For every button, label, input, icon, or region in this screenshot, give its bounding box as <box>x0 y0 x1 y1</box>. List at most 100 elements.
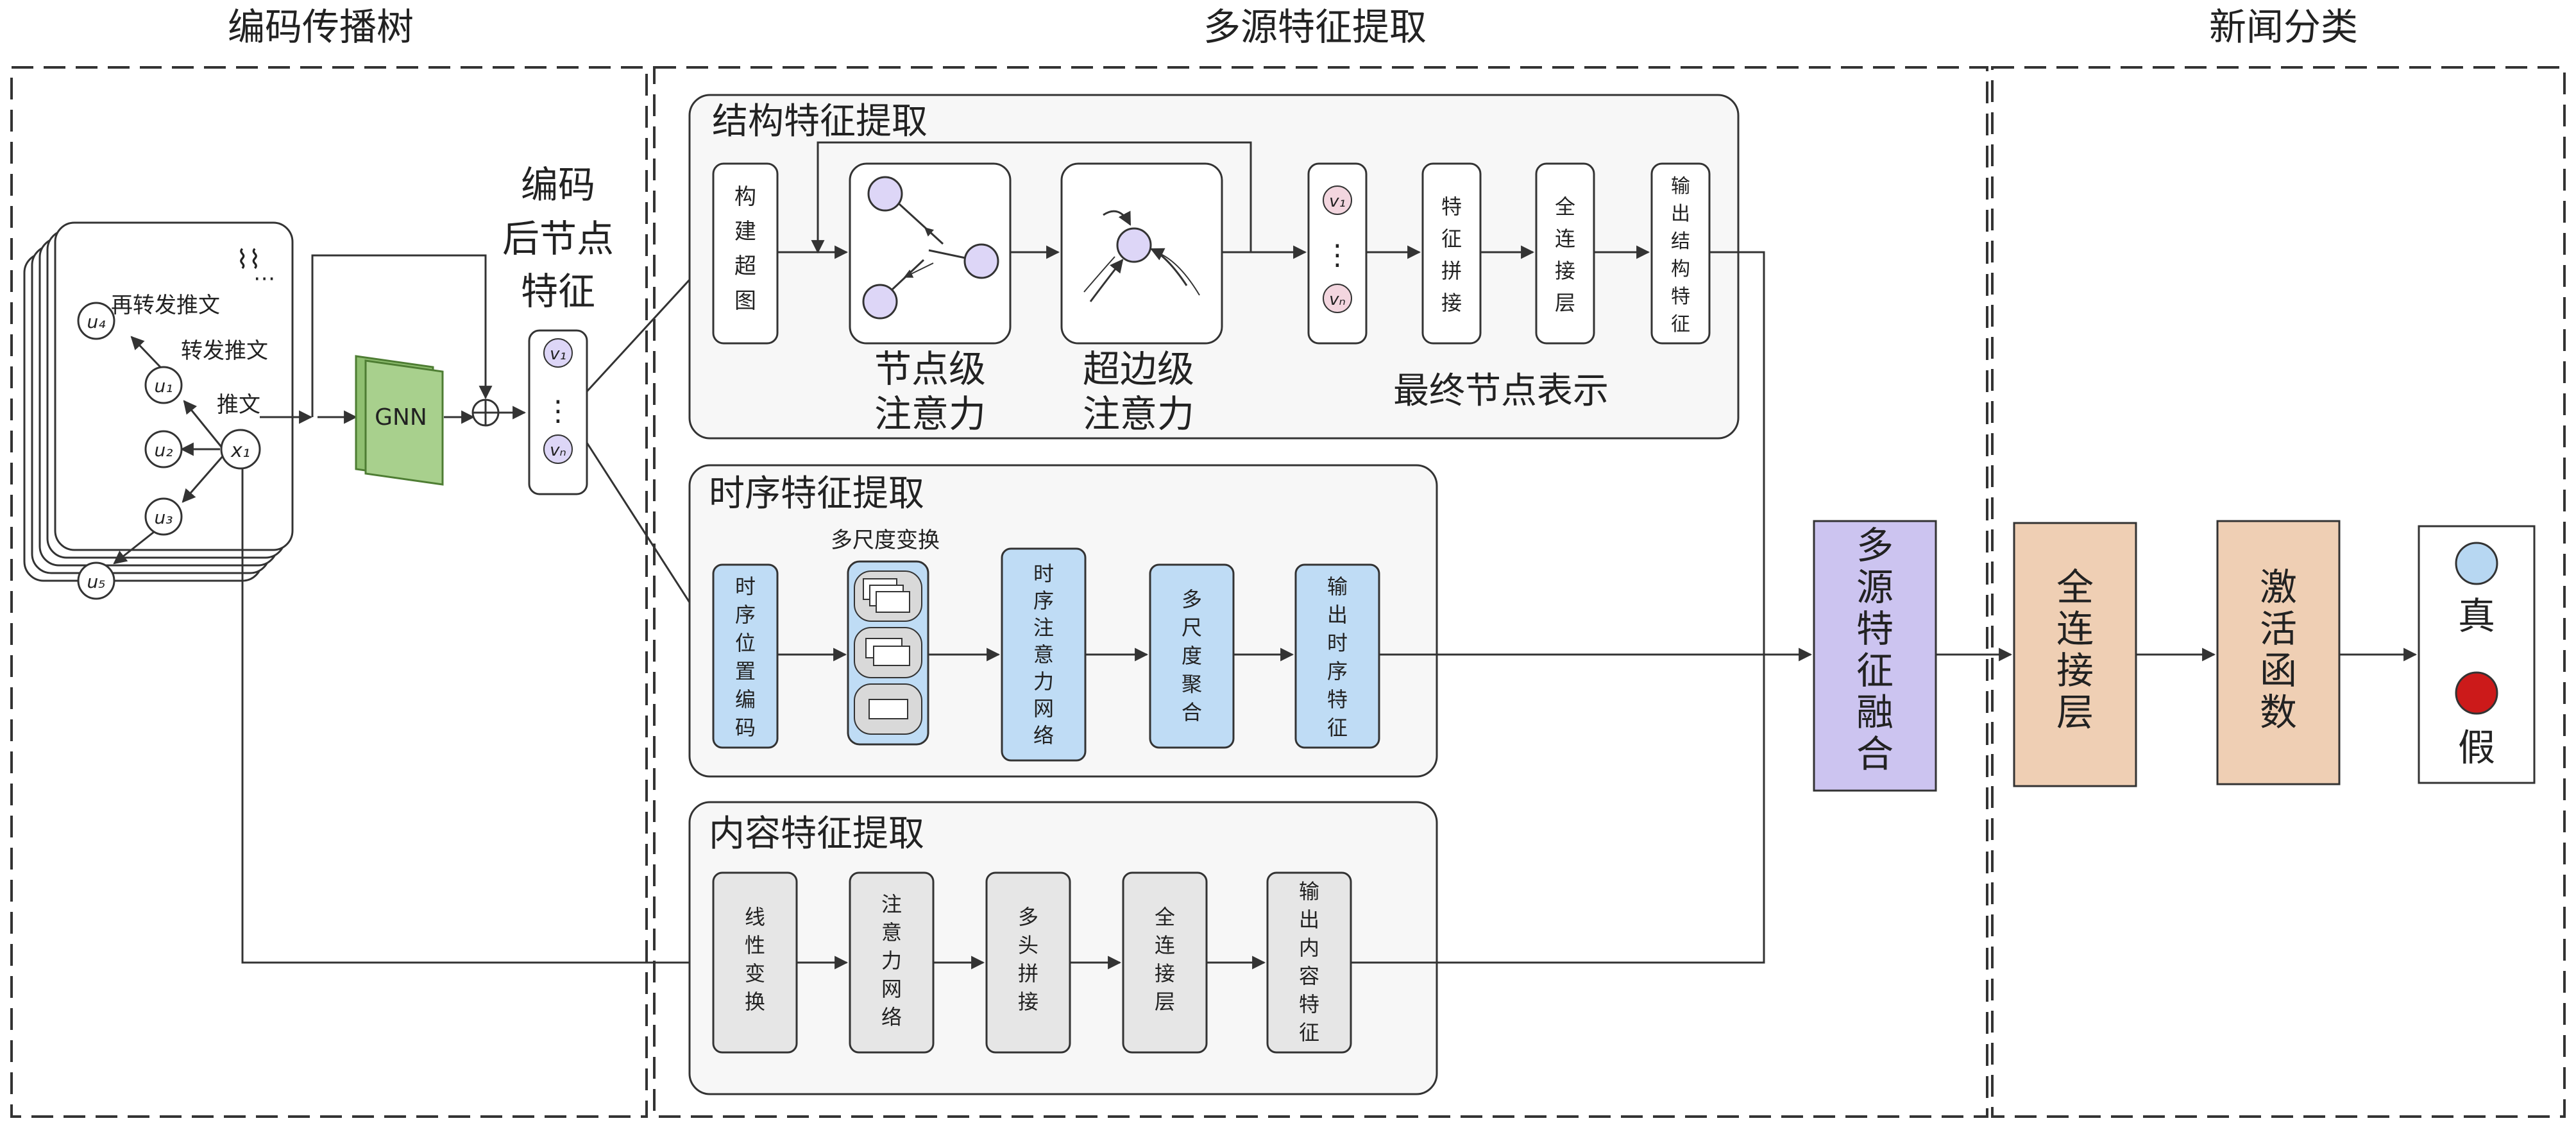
tree-label-tweet: 推文 <box>217 392 260 418</box>
temporal-pe-char: 置 <box>735 659 756 683</box>
temporal-out-char: 出 <box>1327 603 1348 627</box>
struct-output-char: 出 <box>1671 203 1690 225</box>
tree-node-u5 <box>77 562 115 600</box>
encoded-features-label-2: 后节点 <box>502 217 614 261</box>
fusion-char: 合 <box>1856 732 1894 776</box>
activation-char: 数 <box>2260 690 2297 734</box>
temporal-pe-char: 序 <box>735 603 756 627</box>
temporal-position-encoding-box <box>712 563 779 749</box>
multiscale-label: 多尺度变换 <box>831 527 940 553</box>
struct-output-char: 征 <box>1671 313 1690 336</box>
encoded-node-vector: v₁ ⋮ vₙ <box>528 329 588 495</box>
temporal-pe-char: 时 <box>735 574 756 599</box>
activation-char: 激 <box>2260 565 2297 609</box>
tree-node-u2-label: u₂ <box>155 440 173 461</box>
build-hypergraph-box <box>712 162 779 345</box>
false-class-label: 假 <box>2458 726 2495 769</box>
classifier-fc-box <box>2013 522 2137 787</box>
classifier-fc-char: 连 <box>2056 607 2094 651</box>
content-linear-char: 变 <box>745 961 765 986</box>
content-out-char: 内 <box>1299 936 1319 960</box>
section-encode-frame <box>10 66 648 1118</box>
tree-node-x1-label: x₁ <box>230 440 250 462</box>
section-title-multisource: 多源特征提取 <box>1203 5 1427 49</box>
content-fc-char: 连 <box>1155 933 1175 957</box>
fusion-char: 融 <box>1856 690 1894 734</box>
struct-concat-char: 征 <box>1441 227 1462 251</box>
struct-output-box <box>1650 162 1711 345</box>
node-attention-label-1: 节点级 <box>874 347 986 391</box>
tree-node-u1 <box>144 366 183 404</box>
structural-title: 结构特征提取 <box>712 101 928 142</box>
temporal-out-char: 输 <box>1327 574 1348 599</box>
fusion-char: 特 <box>1856 607 1894 651</box>
content-out-char: 输 <box>1299 879 1319 904</box>
temporal-pe-char: 位 <box>735 631 756 655</box>
build-hypergraph-char: 图 <box>734 288 756 314</box>
temporal-agg-char: 度 <box>1182 644 1202 668</box>
node-v1-label: v₁ <box>550 345 566 364</box>
activation-box <box>2216 520 2341 785</box>
section-classify-frame <box>1991 66 2566 1118</box>
hyperedge-attention-block <box>1060 162 1223 345</box>
build-hypergraph-char: 构 <box>734 184 756 210</box>
temporal-aggregation-box <box>1149 563 1235 749</box>
content-out-char: 容 <box>1299 964 1319 988</box>
struct-output-char: 特 <box>1671 286 1690 308</box>
tree-node-u2 <box>144 430 183 468</box>
temporal-attn-char: 序 <box>1033 588 1054 613</box>
struct-output-char: 构 <box>1671 258 1690 280</box>
struct-concat-char: 接 <box>1441 291 1462 315</box>
final-vn-label: vₙ <box>1329 290 1346 309</box>
svg-text:⌇⌇: ⌇⌇ <box>236 245 261 275</box>
gnn-label: GNN <box>375 404 427 431</box>
tree-node-u3-label: u₃ <box>155 507 173 528</box>
tree-label-reretweet: 再转发推文 <box>111 293 220 318</box>
temporal-attn-char: 时 <box>1033 562 1054 586</box>
multiscale-transform-block <box>847 560 929 746</box>
content-out-char: 出 <box>1299 907 1319 932</box>
fusion-char: 多 <box>1856 524 1894 567</box>
add-operator-icon <box>471 399 500 427</box>
struct-output-char: 结 <box>1671 230 1690 253</box>
temporal-out-char: 序 <box>1327 659 1348 683</box>
content-fc-char: 全 <box>1155 905 1175 929</box>
tree-label-retweet: 转发推文 <box>181 338 268 364</box>
feature-fusion-box <box>1813 520 1937 792</box>
struct-concat-char: 特 <box>1441 194 1462 219</box>
hyperedge-attention-label-2: 注意力 <box>1083 392 1194 436</box>
struct-fc-char: 层 <box>1555 291 1575 315</box>
classifier-fc-char: 接 <box>2056 649 2094 692</box>
content-title: 内容特征提取 <box>709 813 924 855</box>
content-linear-char: 性 <box>745 933 765 957</box>
struct-concat-char: 拼 <box>1441 259 1462 283</box>
build-hypergraph-char: 超 <box>734 253 756 279</box>
temporal-output-box <box>1294 563 1380 749</box>
content-mh-char: 头 <box>1018 933 1038 957</box>
section-title-classify: 新闻分类 <box>2209 5 2358 49</box>
struct-concat-box <box>1421 162 1482 345</box>
content-attn-char: 注 <box>881 892 902 916</box>
struct-fc-char: 接 <box>1555 259 1575 283</box>
activation-char: 活 <box>2260 607 2297 651</box>
content-out-char: 特 <box>1299 992 1319 1016</box>
tree-node-x1 <box>220 429 261 470</box>
content-attn-char: 络 <box>881 1005 902 1029</box>
hyperedge-attention-label-1: 超边级 <box>1083 347 1194 391</box>
final-dots: ⋮ <box>1323 239 1352 271</box>
struct-fc-char: 连 <box>1555 227 1575 251</box>
tree-node-u4-label: u₄ <box>87 311 106 332</box>
classifier-fc-char: 全 <box>2056 565 2094 609</box>
temporal-attn-char: 注 <box>1033 615 1054 640</box>
encoded-features-label-3: 特征 <box>521 270 595 313</box>
content-attn-char: 意 <box>881 920 902 945</box>
temporal-agg-char: 尺 <box>1182 615 1202 640</box>
content-linear-char: 换 <box>745 990 765 1014</box>
propagation-tree: ⋯ ⌇⌇ x₁ u₁ u₂ u₃ u₄ u₅ 推文 转发推文 再转发推文 <box>23 221 294 600</box>
final-v1-label: v₁ <box>1329 192 1346 211</box>
temporal-out-char: 时 <box>1327 631 1348 655</box>
content-fc-char: 接 <box>1155 961 1175 986</box>
tree-node-u3 <box>144 497 183 536</box>
content-fc-char: 层 <box>1155 990 1175 1014</box>
